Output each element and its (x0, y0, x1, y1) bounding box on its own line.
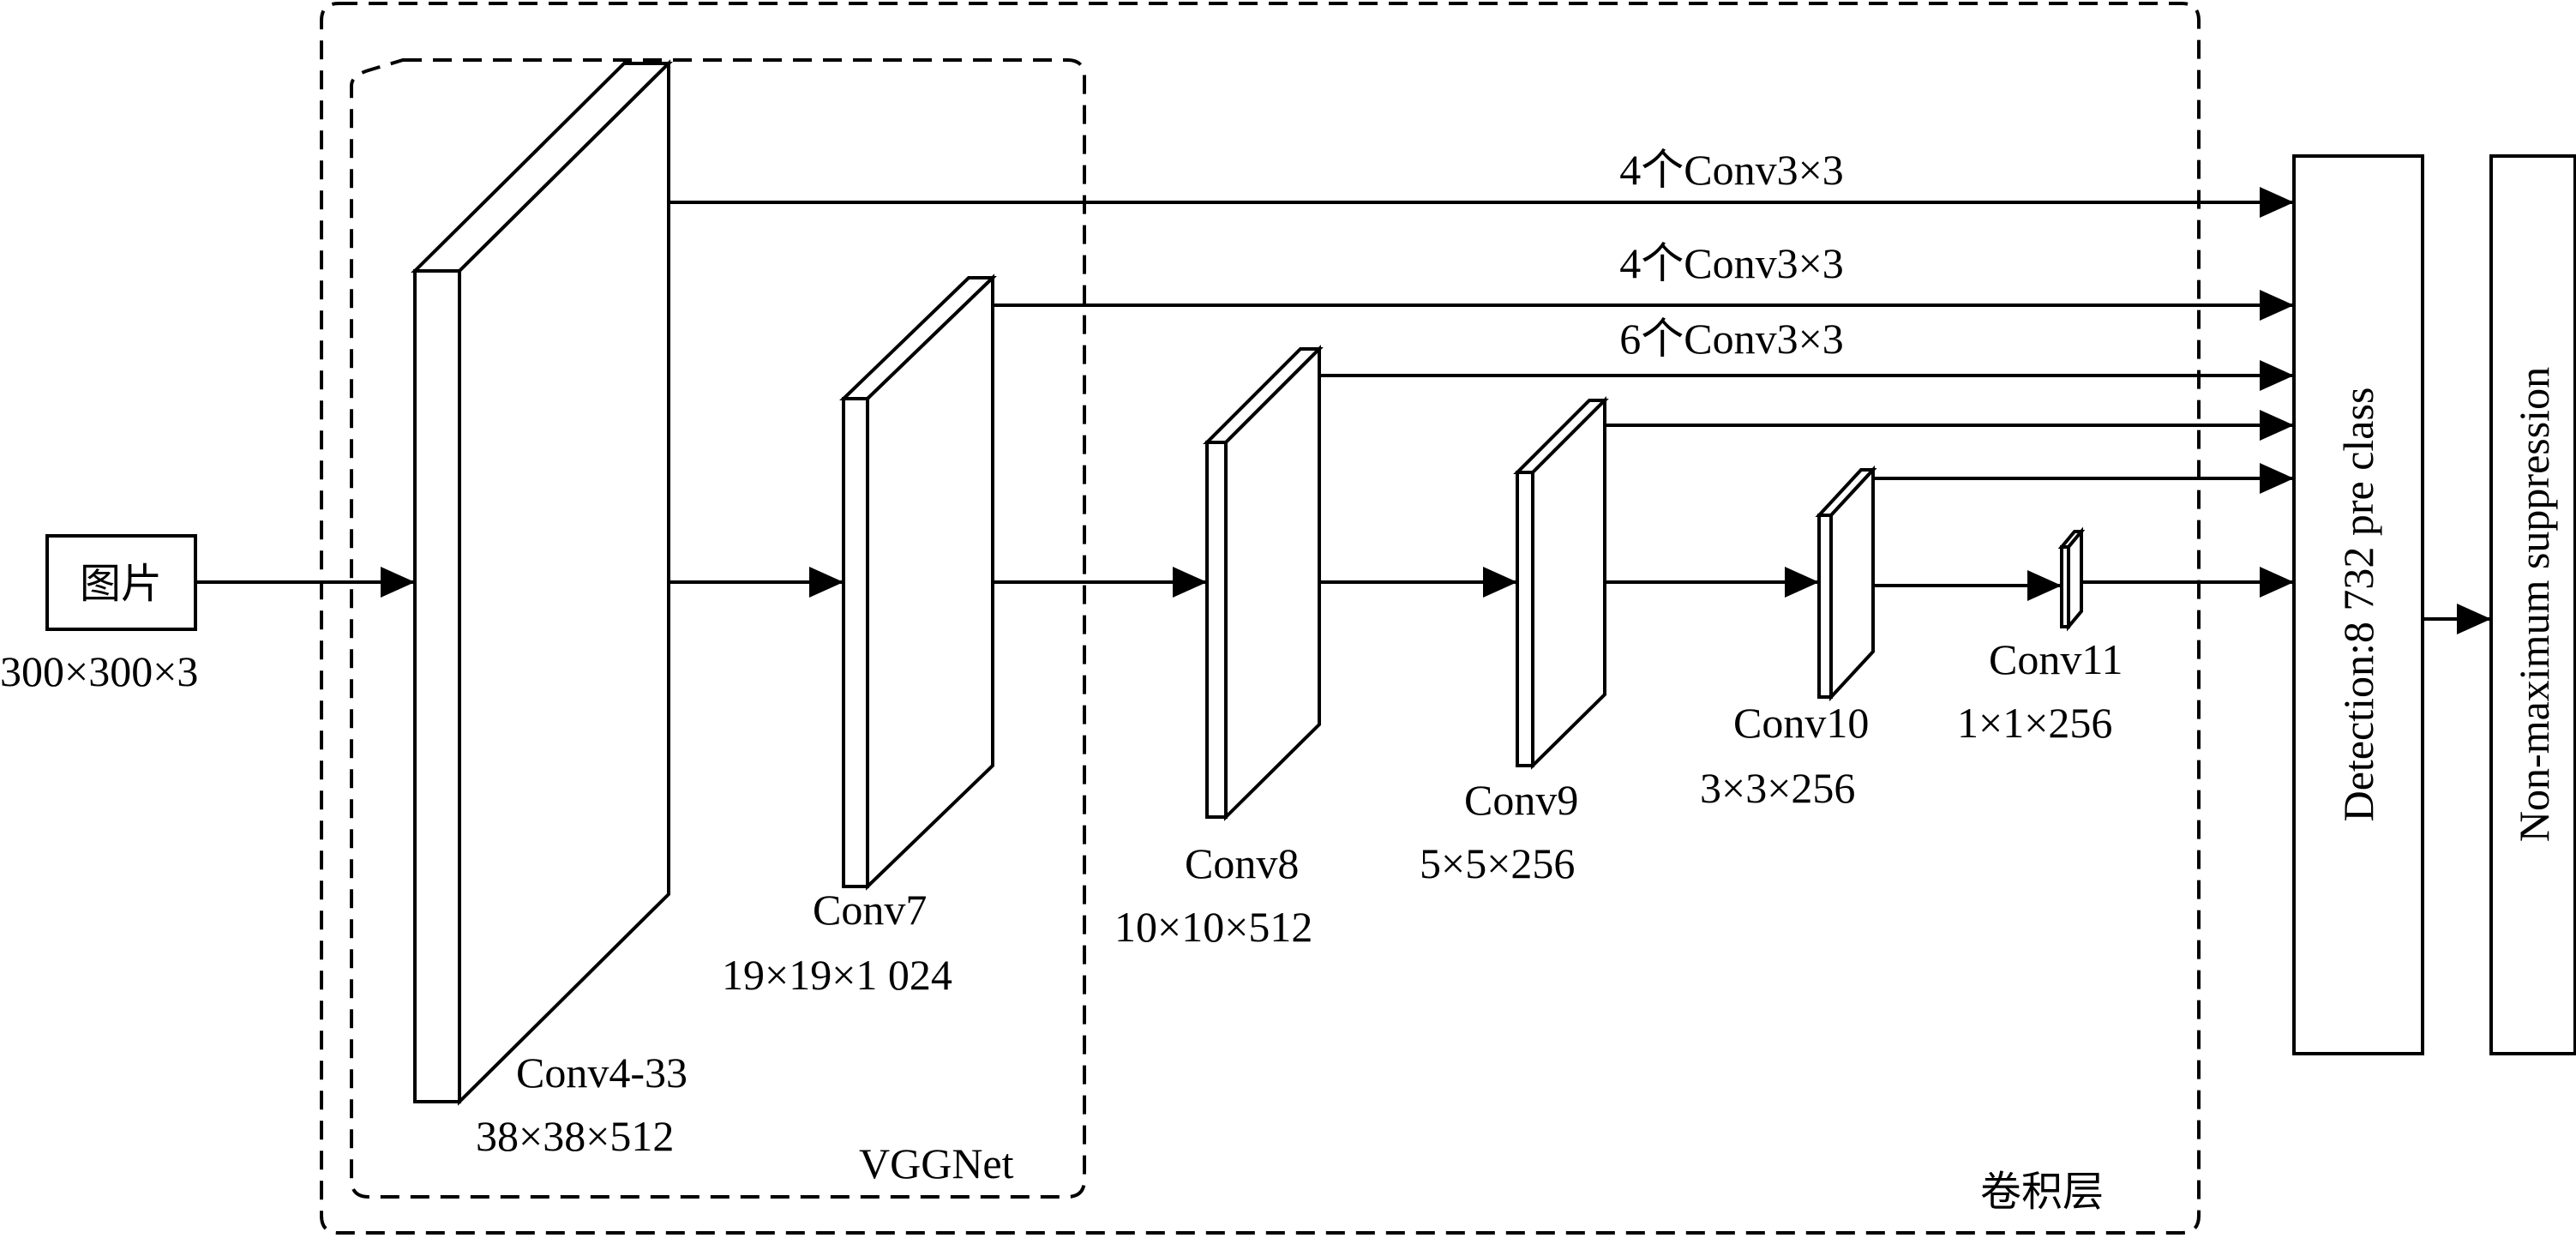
vggnet-label: VGGNet (859, 1139, 1014, 1187)
nms-label: Non-maximum suppression (2510, 367, 2558, 842)
input-image-box (45, 534, 197, 631)
layer-size-conv11: 1×1×256 (1957, 699, 2112, 747)
layer-name-conv9: Conv9 (1464, 776, 1578, 824)
layer-name-conv11: Conv11 (1989, 635, 2123, 683)
detection-label: Detection:8 732 pre class (2334, 388, 2382, 822)
nms-box (2489, 154, 2576, 1055)
feature-map-conv9 (1513, 396, 1609, 770)
layer-size-conv4-33: 38×38×512 (476, 1112, 674, 1160)
branch-label-3: 6个Conv3×3 (1619, 315, 1844, 363)
branch-label-2: 4个Conv3×3 (1619, 239, 1844, 287)
layer-name-conv4-33: Conv4-33 (516, 1049, 688, 1097)
layer-name-conv7: Conv7 (813, 886, 927, 934)
layer-size-conv10: 3×3×256 (1700, 764, 1855, 812)
feature-map-conv11 (2057, 526, 2086, 632)
input-size-label: 300×300×3 (0, 647, 198, 695)
branch-label-1: 4个Conv3×3 (1619, 146, 1844, 194)
feature-map-conv4-33 (411, 59, 673, 1106)
conv-layers-label: 卷积层 (1980, 1168, 2104, 1216)
layer-name-conv10: Conv10 (1733, 699, 1869, 747)
feature-map-conv7 (839, 273, 997, 891)
layer-size-conv7: 19×19×1 024 (722, 951, 952, 999)
detection-box (2292, 154, 2424, 1055)
layer-name-conv8: Conv8 (1185, 839, 1299, 887)
input-image-label: 图片 (80, 560, 162, 608)
conv-layers-group-border (320, 2, 2201, 1235)
layer-size-conv8: 10×10×512 (1114, 903, 1312, 951)
vggnet-group-border (350, 58, 1086, 1199)
layer-size-conv9: 5×5×256 (1420, 839, 1575, 887)
feature-map-conv10 (1815, 465, 1877, 702)
feature-map-conv8 (1203, 345, 1324, 821)
